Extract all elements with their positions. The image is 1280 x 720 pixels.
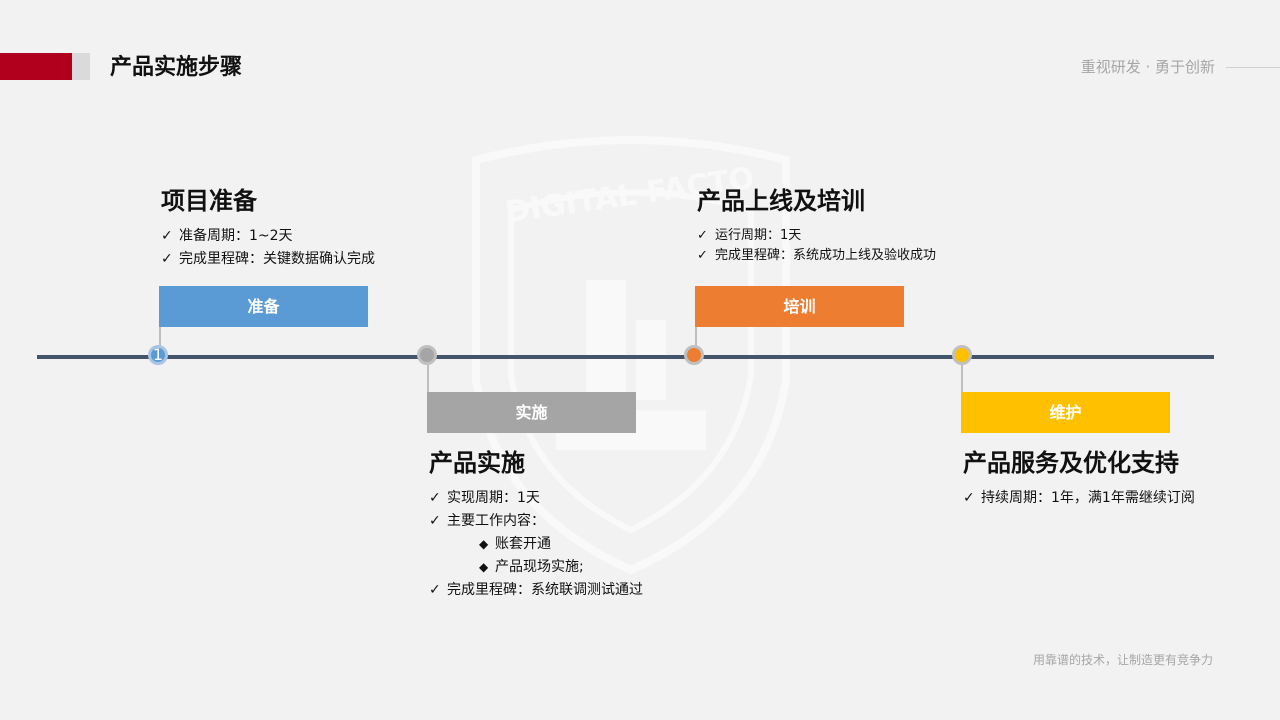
stage-implement-title: 产品实施 <box>429 449 525 477</box>
timeline-line <box>37 355 1214 359</box>
stage-train-title: 产品上线及培训 <box>697 187 865 215</box>
header-accent-red <box>0 53 72 80</box>
diamond-icon: ◆ <box>479 537 489 551</box>
stage-prepare-title: 项目准备 <box>161 187 257 215</box>
slogan-divider <box>1226 67 1280 68</box>
timeline-node-implement <box>417 345 437 365</box>
stage-implement-bullet: ✓实现周期：1天 <box>429 490 540 506</box>
check-icon: ✓ <box>963 490 975 506</box>
connector-train <box>695 327 697 347</box>
check-icon: ✓ <box>697 228 708 243</box>
stage-implement-sub-bullet: ◆产品现场实施; <box>479 559 584 575</box>
timeline-node-train <box>684 345 704 365</box>
check-icon: ✓ <box>429 490 441 506</box>
stage-prepare-bullet: ✓完成里程碑：关键数据确认完成 <box>161 251 375 267</box>
check-icon: ✓ <box>697 248 708 263</box>
stage-implement-bullet: ✓主要工作内容： <box>429 513 545 529</box>
node-number: 1 <box>152 345 164 364</box>
check-icon: ✓ <box>429 582 441 598</box>
stage-maintain-bullet: ✓持续周期：1年，满1年需继续订阅 <box>963 490 1195 506</box>
tag-maintain: 维护 <box>961 392 1170 433</box>
timeline-node-prepare: 1 <box>148 345 168 365</box>
stage-implement-sub-bullet: ◆账套开通 <box>479 536 551 552</box>
diamond-icon: ◆ <box>479 560 489 574</box>
check-icon: ✓ <box>161 228 173 244</box>
header-accent-grey <box>72 53 90 80</box>
check-icon: ✓ <box>429 513 441 529</box>
page-title: 产品实施步骤 <box>110 55 243 80</box>
timeline-node-maintain <box>952 345 972 365</box>
stage-implement-bullet: ✓完成里程碑：系统联调测试通过 <box>429 582 643 598</box>
tag-prepare: 准备 <box>159 286 368 327</box>
stage-train-bullet: ✓完成里程碑：系统成功上线及验收成功 <box>697 246 936 266</box>
stage-maintain-title: 产品服务及优化支持 <box>963 449 1179 477</box>
connector-maintain <box>961 365 963 393</box>
footer-tagline: 用靠谱的技术，让制造更有竞争力 <box>1032 653 1213 667</box>
tag-train: 培训 <box>695 286 904 327</box>
connector-prepare <box>159 327 161 347</box>
stage-prepare-bullet: ✓准备周期：1~2天 <box>161 228 293 244</box>
check-icon: ✓ <box>161 251 173 267</box>
stage-train-bullet: ✓运行周期：1天 <box>697 226 801 246</box>
slogan: 重视研发 · 勇于创新 <box>1080 58 1215 76</box>
tag-implement: 实施 <box>427 392 636 433</box>
connector-implement <box>427 365 429 393</box>
